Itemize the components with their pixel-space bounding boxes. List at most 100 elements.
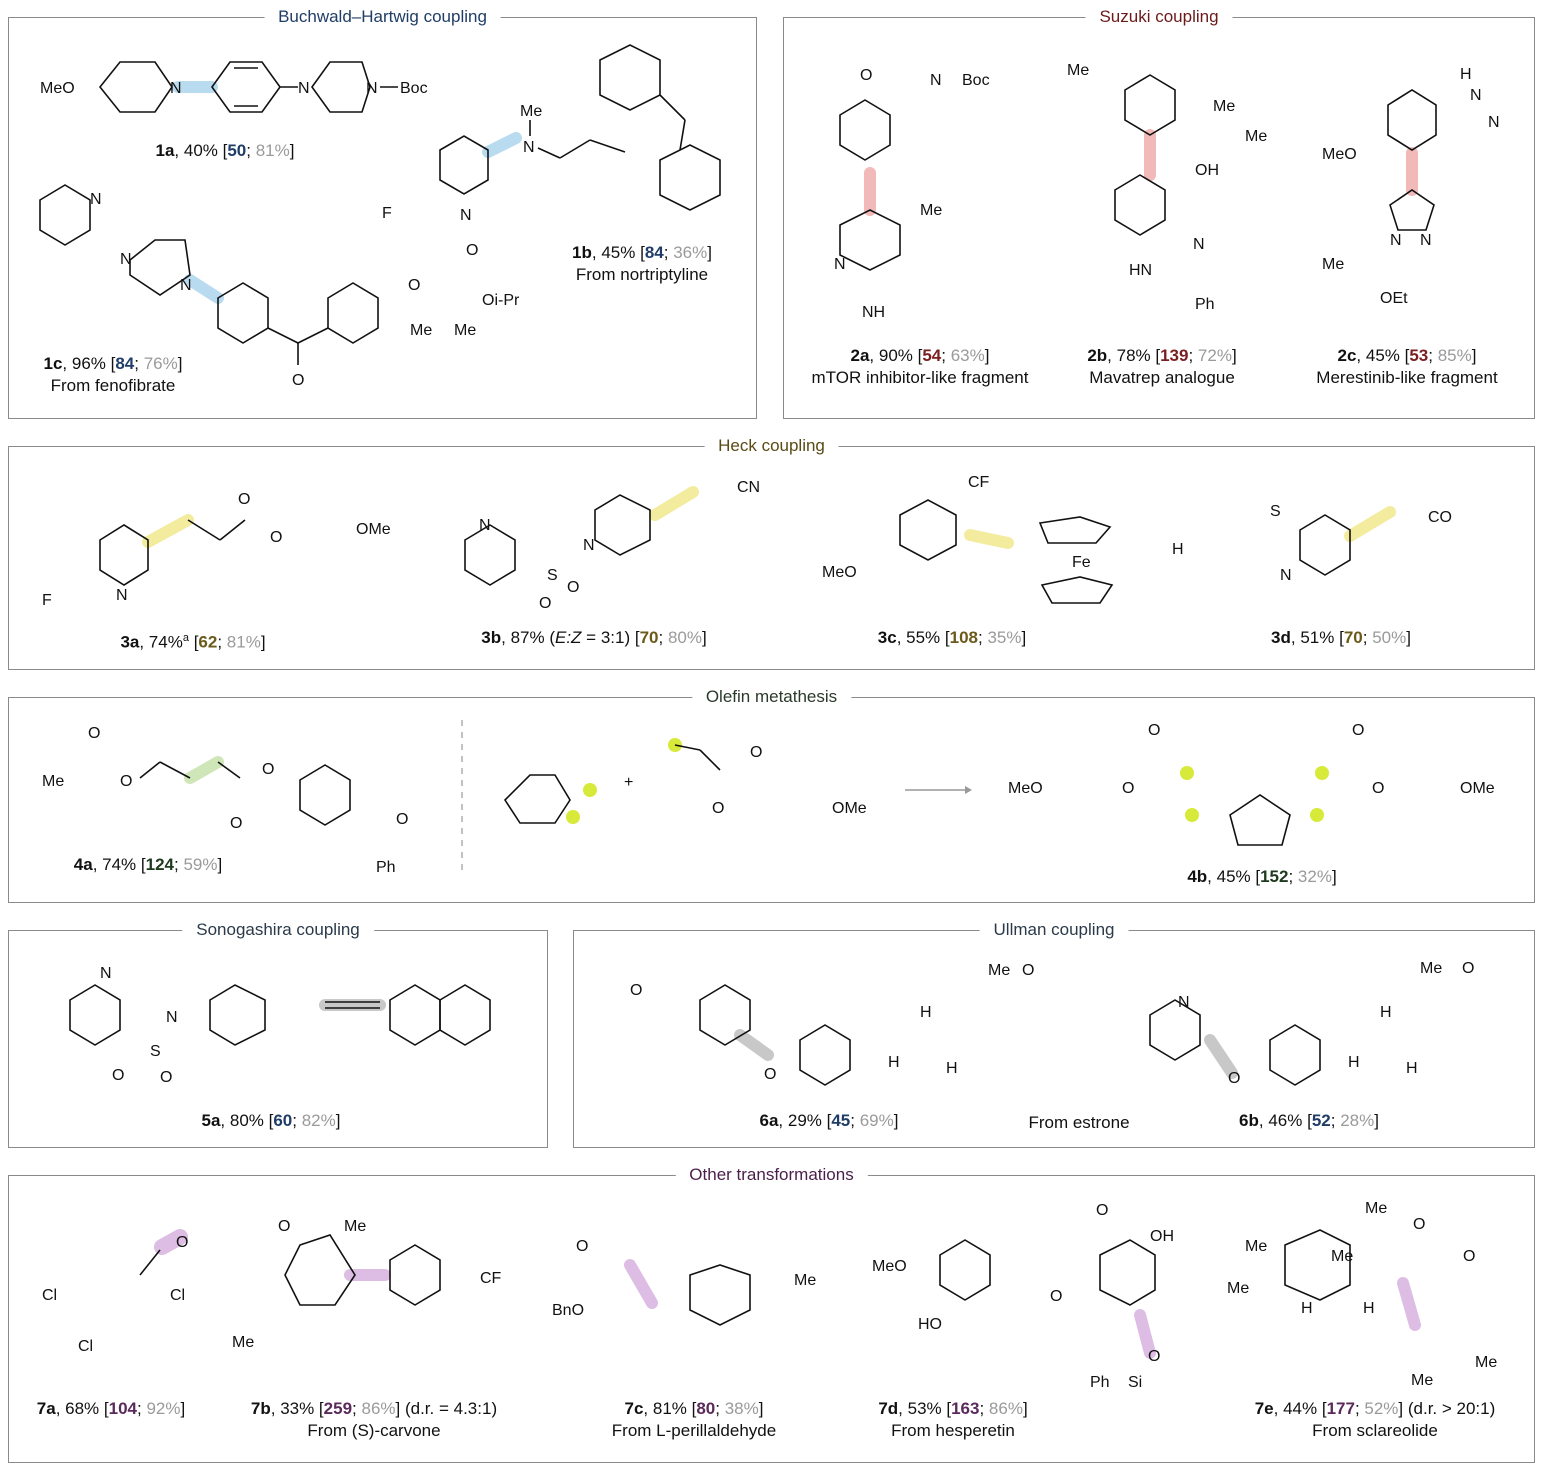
tail: ] <box>180 1399 186 1418</box>
label-cl: Cl <box>170 1287 185 1304</box>
label-meo: MeO <box>1322 146 1357 163</box>
note: mTOR inhibitor-like fragment <box>811 368 1029 387</box>
yield: , 96% [ <box>62 354 116 373</box>
label-hn: HN <box>1129 262 1152 279</box>
tail: ] <box>289 141 295 160</box>
label-o: O <box>176 1234 188 1251</box>
tail: ] <box>984 346 990 365</box>
label-oh: OH <box>1195 162 1219 179</box>
label-n: N <box>1420 232 1432 249</box>
yield: , 90% [ <box>869 346 923 365</box>
structure-2a: O N Boc N Me NH <box>834 67 990 321</box>
value-1: 139 <box>1160 346 1189 365</box>
label-oh: OH <box>1150 1228 1174 1245</box>
tail: ] (d.r. = 4.3:1) <box>395 1399 498 1418</box>
yield: , 29% [ <box>778 1111 832 1130</box>
value-2: 59% <box>183 855 218 874</box>
caption-3a: 3a, 74%a [62; 81%] <box>120 632 266 652</box>
tail: ] <box>1406 628 1411 647</box>
value-1: 70 <box>639 628 659 647</box>
label-o: O <box>750 744 762 761</box>
compound-id: 1c <box>43 354 63 373</box>
label-o: O <box>408 277 420 294</box>
label-o: O <box>238 491 250 508</box>
label-o: O <box>292 372 304 389</box>
label-n: N <box>1280 567 1292 584</box>
label-h: H <box>1406 1060 1418 1077</box>
label-s: S <box>1270 503 1281 520</box>
value-2: 36% <box>673 243 708 262</box>
label-meo: MeO <box>40 80 75 97</box>
panel-buchwald: Buchwald–Hartwig coupling <box>8 7 757 419</box>
structure-4-reaction: + O O OMe MeO O O O O OMe <box>461 720 1495 875</box>
label-n: N <box>170 80 182 97</box>
caption-7a: 7a, 68% [104; 92%] <box>36 1399 186 1418</box>
value-2: 85% <box>1437 346 1472 365</box>
caption-3b: 3b, 87% (E:Z = 3:1) [70; 80%] <box>481 628 707 647</box>
label-cf3: CF <box>480 1270 502 1287</box>
caption-6a: 6a, 29% [45; 69%] <box>759 1111 899 1130</box>
structure-2c: H N N MeO N N Me OEt <box>1322 66 1500 307</box>
label-o: O <box>1022 962 1034 979</box>
yield: , 87% ( <box>501 628 555 647</box>
note: From hesperetin <box>891 1421 1015 1440</box>
label-n: N <box>583 537 595 554</box>
caption-2b: 2b, 78% [139; 72%] Mavatrep analogue <box>1087 346 1237 387</box>
yield: , 51% [ <box>1290 628 1344 647</box>
value-1: 84 <box>644 243 664 262</box>
value-1: 70 <box>1343 628 1363 647</box>
yield: , 44% [ <box>1273 1399 1327 1418</box>
label-me: Me <box>454 322 476 339</box>
note: From sclareolide <box>1312 1421 1438 1440</box>
label-me: Me <box>410 322 432 339</box>
tail: ] <box>893 1111 899 1130</box>
label-boc: Boc <box>400 80 428 97</box>
label-ome: OMe <box>1460 780 1495 797</box>
value-2: 28% <box>1340 1111 1375 1130</box>
label-ph: Ph <box>376 859 396 876</box>
caption-4a: 4a, 74% [124; 59%] <box>73 855 223 874</box>
label-oet: OEt <box>1380 290 1408 307</box>
structure-7e: Me O O Me Me Me H H Me Me <box>1227 1200 1497 1389</box>
caption-6b: 6b, 46% [52; 28%] <box>1239 1111 1379 1130</box>
note: Mavatrep analogue <box>1089 368 1235 387</box>
label-n: N <box>1488 114 1500 131</box>
structure-7b: O Me CF Me <box>232 1218 502 1351</box>
label-n: N <box>116 587 128 604</box>
structure-6b: N O Me O H H H <box>1149 960 1474 1087</box>
compound-id: 7c <box>624 1399 644 1418</box>
caption-7c: 7c, 81% [80; 38%] From L-perillaldehyde <box>611 1399 777 1440</box>
compound-id: 6b <box>1239 1111 1259 1130</box>
label-o: O <box>1372 780 1384 797</box>
compound-id: 6a <box>759 1111 779 1130</box>
value-2: 76% <box>143 354 178 373</box>
yield: , 53% [ <box>898 1399 952 1418</box>
yield: , 80% [ <box>220 1111 274 1130</box>
panel-title-olefin: Olefin metathesis <box>691 687 852 707</box>
compound-id: 7a <box>36 1399 56 1418</box>
value-1: 163 <box>951 1399 980 1418</box>
structure-3c: CF MeO Fe <box>822 474 1114 604</box>
value-1: 104 <box>108 1399 137 1418</box>
value-1: 62 <box>198 632 218 652</box>
panel-title-buchwald: Buchwald–Hartwig coupling <box>264 7 501 27</box>
yield: , 55% [ <box>896 628 950 647</box>
value-1: 177 <box>1326 1399 1355 1418</box>
label-o: O <box>1096 1202 1108 1219</box>
structure-5a: N S O O N <box>69 965 491 1086</box>
compound-id: 2c <box>1337 346 1357 365</box>
label-n: N <box>834 256 846 273</box>
label-o: O <box>270 529 282 546</box>
note: From estrone <box>1028 1113 1130 1132</box>
label-f3c: F <box>42 592 52 609</box>
yield: , 45% [ <box>1356 346 1410 365</box>
label-s: S <box>150 1043 161 1060</box>
ez-ratio-label: E:Z <box>554 628 582 647</box>
label-ome: OMe <box>832 800 867 817</box>
caption-7d: 7d, 53% [163; 86%] From hesperetin <box>878 1399 1028 1440</box>
label-o: O <box>1050 1288 1062 1305</box>
label-h: H <box>920 1004 932 1021</box>
label-me: Me <box>1411 1372 1433 1389</box>
value-1: 80 <box>696 1399 716 1418</box>
label-me: Me <box>1322 256 1344 273</box>
